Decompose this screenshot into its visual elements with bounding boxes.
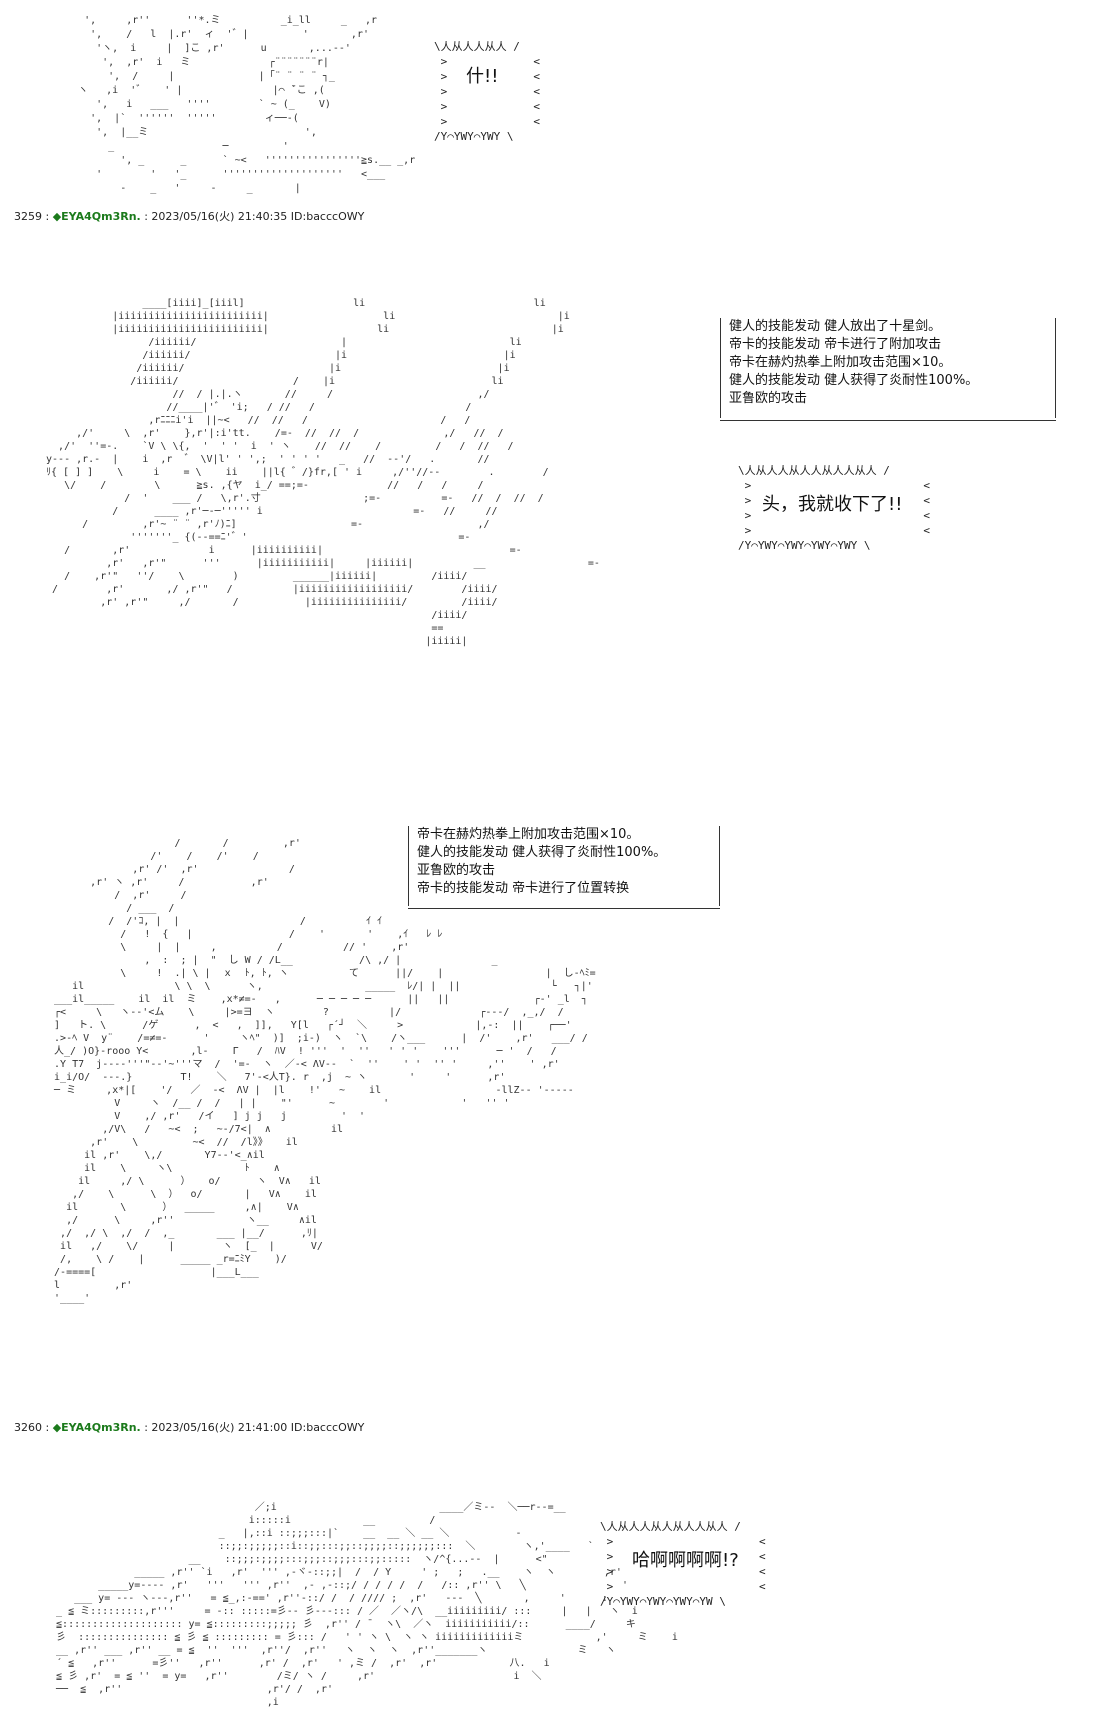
battle-log-line: 亚鲁欧的攻击 (729, 391, 808, 406)
shout-text-haa: 哈啊啊啊啊!? (632, 1550, 739, 1571)
post-number: 3260 : (14, 1421, 50, 1434)
battle-log-line: 帝卡在赫灼热拳上附加攻击范围×10。 (417, 827, 640, 842)
battle-log-line: 帝卡的技能发动 帝卡进行了附加攻击 (729, 337, 942, 352)
post-trip[interactable]: ◆EYA4Qm3Rn. (52, 1421, 141, 1434)
battle-log-box-2: 帝卡在赫灼热拳上附加攻击范围×10。 健人的技能发动 健人获得了炎耐性100%。… (408, 826, 720, 909)
shout-frame-take-head: \人从人人从人人从人人从人 / > < > < > < > < /Y⌒YWY⌒Y… (738, 464, 931, 552)
post-header-3259: 3259 : ◆EYA4Qm3Rn. : 2023/05/16(火) 21:40… (14, 210, 364, 224)
shout-frame-haa: \人从人人从人从人人从人 / > < > < > < > < /Y⌒YWY⌒YW… (600, 1520, 766, 1608)
ascii-art-figure: / / ,r' /' / /' / ,r' /' ,r' / ,r' ヽ ,r'… (54, 838, 596, 1304)
ascii-art-sword-attack: ____[iiii]_[iiil] li li |iiiiiiiiiiiiiii… (46, 298, 600, 647)
post-meta: : 2023/05/16(火) 21:41:00 ID:bacccOWY (144, 1421, 365, 1434)
post-header-3260: 3260 : ◆EYA4Qm3Rn. : 2023/05/16(火) 21:41… (14, 1421, 364, 1435)
shout-frame-what: \人从人人从人 / > < > < > < > < > < /Y⌒YWY⌒YWY… (434, 40, 540, 143)
post-number: 3259 : (14, 210, 50, 223)
ascii-art-top: ', ,r'' ''*.ミ _i_ll _ ,r ', / l |.r' ィ '… (78, 15, 416, 194)
battle-log-line: 帝卡在赫灼热拳上附加攻击范围×10。 (729, 355, 952, 370)
battle-log-line: 健人的技能发动 健人获得了炎耐性100%。 (417, 845, 667, 860)
shout-text-what: 什!! (466, 66, 499, 87)
post-trip[interactable]: ◆EYA4Qm3Rn. (52, 210, 141, 223)
post-meta: : 2023/05/16(火) 21:40:35 ID:bacccOWY (144, 210, 365, 223)
battle-log-box-1: 健人的技能发动 健人放出了十星剑。 帝卡的技能发动 帝卡进行了附加攻击 帝卡在赫… (720, 318, 1056, 421)
battle-log-line: 帝卡的技能发动 帝卡进行了位置转换 (417, 881, 630, 896)
ascii-art-bottom: ／;i ____／ミ-- ＼──r--=__ i:::::i __ / _ |,… (56, 1502, 678, 1708)
battle-log-line: 健人的技能发动 健人放出了十星剑。 (729, 319, 942, 334)
shout-text-take-head: 头，我就收下了!! (762, 494, 903, 515)
battle-log-line: 健人的技能发动 健人获得了炎耐性100%。 (729, 373, 979, 388)
battle-log-line: 亚鲁欧的攻击 (417, 863, 496, 878)
